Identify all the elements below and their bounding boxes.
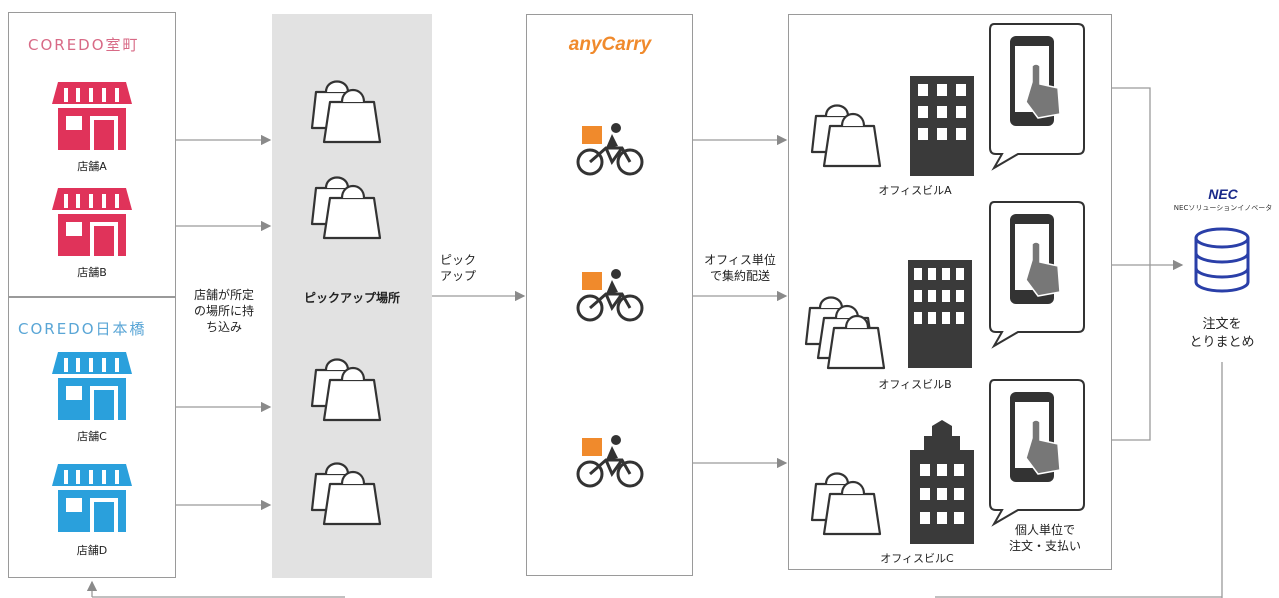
store-icon-c: [52, 352, 132, 420]
database-icon: [1194, 227, 1250, 293]
office-delivery-label: オフィス単位 で集約配送: [704, 253, 776, 283]
pickup-area-label: ピックアップ場所: [303, 291, 400, 305]
office-b-label: オフィスビルB: [878, 378, 952, 391]
store-icon-d: [52, 464, 132, 532]
bicycle-courier-icon: [576, 435, 644, 488]
nec-logo: NEC: [1208, 186, 1238, 202]
office-building-icon: [910, 76, 974, 176]
store-icon-a: [52, 82, 132, 150]
store-d-label: 店舗D: [76, 544, 108, 557]
phone-bubble-icon: [989, 201, 1085, 349]
bicycle-courier-icon: [576, 269, 644, 322]
phone-bubble-icon: [989, 379, 1085, 527]
bring-in-label: 店舗が所定 の場所に持 ち込み: [193, 288, 254, 334]
store-a-label: 店舗A: [77, 160, 107, 173]
office-building-icon: [908, 260, 972, 368]
bag-icon: [810, 472, 882, 536]
store-b-label: 店舗B: [77, 266, 107, 279]
bag-icon: [310, 80, 382, 144]
store-c-label: 店舗C: [77, 430, 107, 443]
office-building-icon: [910, 420, 974, 544]
bag-icon: [810, 104, 882, 168]
bicycle-courier-icon: [576, 123, 644, 176]
nec-subtitle: NECソリューションイノベータ: [1173, 204, 1273, 212]
office-a-label: オフィスビルA: [878, 184, 952, 197]
office-c-label: オフィスビルC: [880, 552, 954, 565]
coredo-muromachi-logo: COREDO室町: [28, 36, 140, 54]
pickup-flow-label: ピック アップ: [440, 253, 477, 283]
coredo-nihonbashi-logo: COREDO日本橋: [18, 320, 147, 338]
individual-order-label: 個人単位で 注文・支払い: [1008, 523, 1081, 553]
bag-icon: [310, 462, 382, 526]
nec-caption: 注文を とりまとめ: [1189, 317, 1255, 350]
panel-divider: [9, 296, 175, 298]
store-icon-b: [52, 188, 132, 256]
phone-bubble-icon: [989, 23, 1085, 171]
bag-icon: [804, 296, 886, 370]
anycarry-logo: anyCarry: [568, 34, 652, 55]
bag-icon: [310, 176, 382, 240]
bag-icon: [310, 358, 382, 422]
